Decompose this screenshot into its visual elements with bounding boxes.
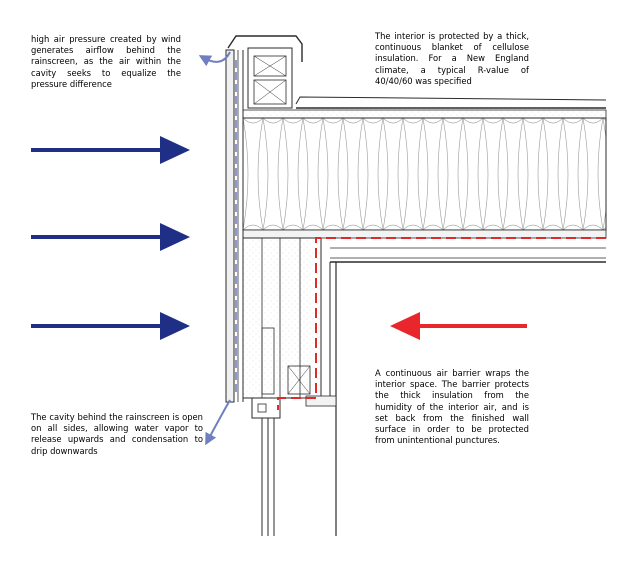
window-frame (251, 397, 281, 536)
roof-assembly (242, 96, 607, 263)
cavity-drainage-note: The cavity behind the rainscreen is open… (31, 412, 203, 456)
rainscreen-cladding (225, 49, 244, 403)
wind-arrows (31, 136, 190, 340)
air-barrier-note: A continuous air barrier wraps the inter… (375, 368, 529, 446)
airflow-up-arrow (198, 51, 231, 67)
wind-arrow-top (31, 136, 190, 164)
parapet (227, 35, 303, 109)
cavity-airflow-arrows (198, 51, 231, 446)
airflow-down-arrow (205, 399, 231, 446)
interior-pressure-arrow (390, 312, 527, 340)
wind-arrow-bottom (31, 312, 190, 340)
insulation-note: The interior is protected by a thick, co… (375, 31, 529, 86)
wind-pressure-note: high air pressure created by wind genera… (31, 34, 181, 89)
wall-assembly (242, 237, 337, 536)
wind-arrow-middle (31, 223, 190, 251)
air-barrier-line (277, 237, 606, 410)
